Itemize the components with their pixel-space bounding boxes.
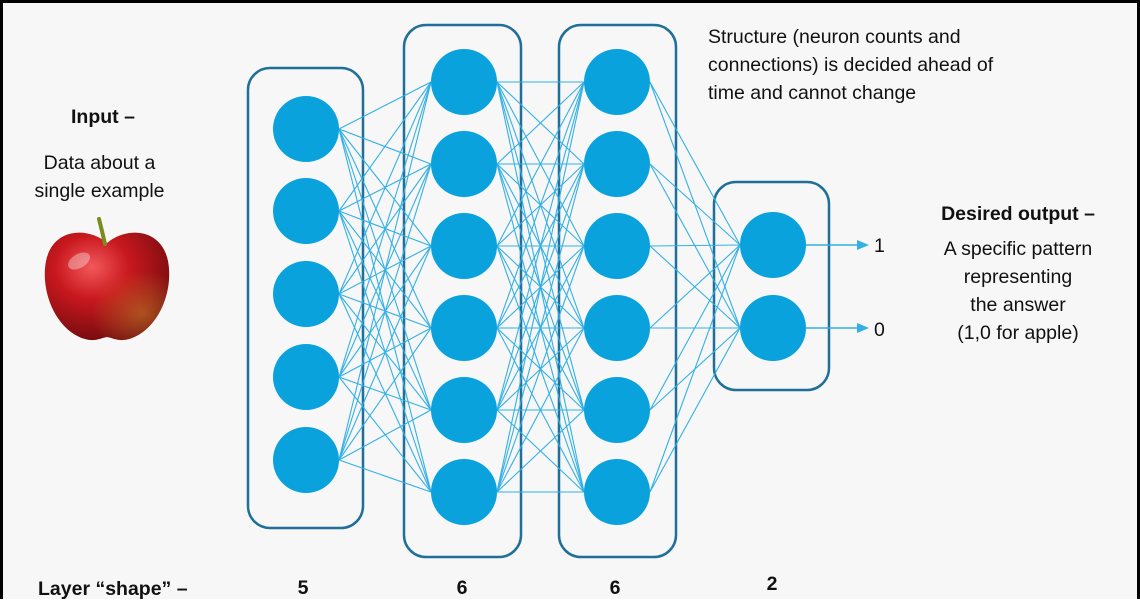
layer-shape-count-3: 6 [609,577,621,599]
output-title: Desired output – [941,203,1095,225]
structure-note-line-1: Structure (neuron counts and [708,26,961,48]
connection-edge [649,81,741,246]
neuron-node [431,213,497,279]
apple-icon [44,217,170,341]
layer-box-3 [557,23,678,559]
connection-edge [338,81,432,130]
neuron-node [584,377,650,443]
input-title: Input – [71,106,135,128]
layer-shape-count-4: 2 [766,573,778,595]
connection-edge [338,81,432,461]
neuron-node [273,344,339,410]
connection-edge [338,81,432,295]
neuron-node [584,459,650,525]
connection-edge [496,81,585,493]
connection-edge [496,81,585,247]
neuron-node [431,49,497,115]
neuron-node [740,212,806,278]
input-description-line-2: single example [34,180,165,202]
output-description-line-2: representing [963,266,1073,288]
layer-box-4 [712,180,831,392]
neural-network-diagram [246,23,869,559]
neuron-node [584,213,650,279]
output-description-line-4: (1,0 for apple) [957,322,1079,344]
layer-shape-count-1: 5 [297,577,309,599]
output-description-line-1: A specific pattern [943,238,1093,260]
structure-note-line-3: time and cannot change [708,82,917,104]
output-arrow-head [857,323,869,333]
layer-shape-label: Layer “shape” – [38,578,188,600]
connection-edge [338,163,432,461]
connection-edge [338,327,432,461]
output-description-line-3: the answer [970,294,1066,316]
neuron-node [584,49,650,115]
connection-edge [496,245,585,493]
neuron-node [584,295,650,361]
connection-edge [496,81,585,165]
connection-edge [649,244,741,247]
neuron-node [273,427,339,493]
connection-edge [338,245,432,461]
neuron-node [431,131,497,197]
connection-edge [649,327,741,493]
connection-edge [338,81,432,212]
neuron-node [431,295,497,361]
connection-edge [496,327,585,493]
neuron-node [431,459,497,525]
connection-edge [496,81,585,411]
connection-edge [649,244,741,329]
structure-note-line-2: connections) is decided ahead of [708,54,994,76]
neuron-node [584,131,650,197]
connection-edge [649,244,741,493]
connection-edge [649,163,741,246]
layer-shape-count-2: 6 [456,577,468,599]
neuron-node [431,377,497,443]
neuron-node [740,295,806,361]
output-value-1: 1 [874,235,885,257]
output-arrow-head [857,240,869,250]
input-description-line-1: Data about a [43,152,156,174]
connection-edge [338,459,432,493]
neuron-node [273,96,339,162]
connection-edge [338,409,432,461]
connection-edge [496,163,585,493]
connection-edge [496,409,585,493]
neuron-node [273,261,339,327]
connection-edge [496,81,585,329]
connection-edge [338,81,432,378]
neuron-node [273,178,339,244]
connection-edge [649,244,741,411]
output-value-2: 0 [874,319,885,341]
layer-box-1 [246,66,365,530]
